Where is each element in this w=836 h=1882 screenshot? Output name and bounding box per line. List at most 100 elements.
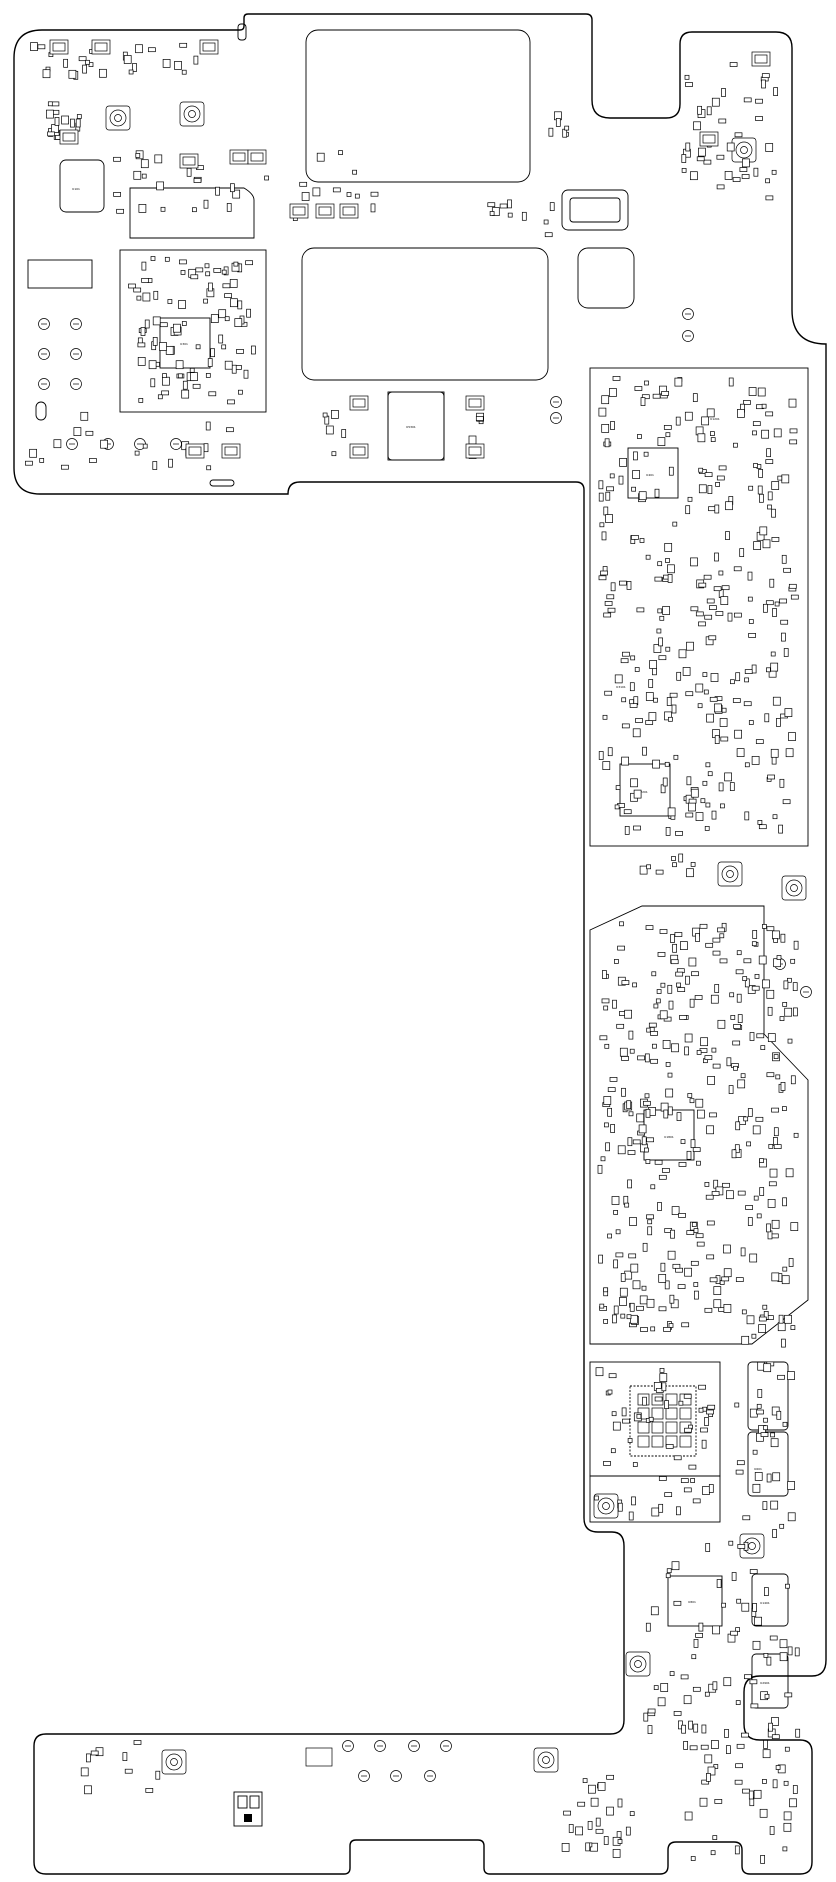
passive-component — [152, 316, 161, 326]
passive-component — [737, 1544, 746, 1549]
passive-component — [735, 1121, 741, 1131]
sot-body — [292, 206, 306, 216]
sot-body — [94, 42, 108, 52]
passive-component — [744, 978, 750, 988]
passive-component — [688, 798, 697, 804]
passive-component — [681, 168, 687, 173]
passive-component — [224, 360, 233, 370]
passive-component — [210, 314, 219, 323]
passive-component — [693, 1282, 699, 1287]
passive-component — [203, 298, 208, 304]
coax-connector — [781, 875, 807, 901]
passive-component — [718, 118, 727, 124]
passive-component — [763, 1425, 768, 1431]
bga-pad — [665, 1393, 678, 1406]
passive-component — [790, 1325, 796, 1330]
passive-component — [686, 1150, 692, 1160]
passive-component — [658, 655, 667, 661]
passive-component — [639, 865, 648, 875]
passive-component — [684, 1267, 692, 1277]
passive-component — [113, 156, 121, 162]
passive-component — [767, 1033, 776, 1042]
passive-component — [609, 1077, 618, 1082]
passive-component — [665, 827, 671, 836]
passive-component — [605, 1142, 610, 1152]
passive-component — [632, 1139, 641, 1145]
passive-component — [658, 1274, 667, 1283]
coax-connector — [731, 137, 757, 163]
passive-component — [751, 985, 760, 991]
passive-component — [689, 1745, 698, 1751]
passive-component — [742, 158, 750, 168]
passive-component — [582, 1778, 588, 1783]
passive-component — [688, 957, 697, 967]
passive-component — [767, 504, 772, 510]
passive-component — [752, 930, 758, 939]
passive-component — [787, 1646, 793, 1656]
passive-component — [487, 202, 496, 208]
test-point — [66, 438, 78, 450]
passive-component — [696, 156, 705, 162]
passive-component — [784, 708, 793, 717]
passive-component — [683, 1695, 692, 1705]
test-point — [170, 438, 182, 450]
passive-component — [680, 1674, 689, 1680]
passive-component — [632, 982, 637, 988]
passive-component — [629, 703, 638, 708]
passive-component — [673, 1711, 682, 1716]
passive-component — [782, 799, 791, 805]
passive-component — [138, 204, 147, 213]
test-point — [342, 1740, 354, 1752]
passive-component — [47, 101, 53, 107]
passive-component — [613, 1210, 618, 1215]
passive-component — [181, 389, 190, 399]
passive-component — [603, 612, 612, 618]
passive-component — [707, 485, 713, 494]
passive-component — [658, 1503, 664, 1513]
passive-component — [734, 132, 743, 138]
passive-component — [686, 641, 694, 651]
passive-component — [221, 269, 227, 275]
passive-component — [206, 465, 212, 471]
passive-component — [654, 488, 660, 498]
passive-component — [658, 1476, 667, 1481]
passive-component — [657, 1202, 662, 1211]
passive-component — [720, 803, 725, 809]
passive-component — [789, 428, 798, 434]
passive-component — [746, 1141, 751, 1147]
passive-component — [703, 689, 709, 695]
passive-component — [730, 679, 735, 685]
passive-component — [662, 777, 668, 787]
passive-component — [725, 531, 730, 540]
passive-component — [734, 1845, 740, 1855]
passive-component — [606, 1806, 614, 1816]
passive-component — [765, 459, 774, 464]
passive-component — [599, 1303, 605, 1309]
passive-component — [769, 1826, 775, 1835]
passive-component — [723, 1677, 732, 1687]
passive-component — [692, 393, 698, 402]
passive-component — [784, 1007, 793, 1017]
ic-label: U301 — [180, 342, 188, 346]
passive-component — [138, 398, 144, 403]
passive-component — [708, 635, 717, 641]
passive-component — [781, 554, 787, 564]
passive-component — [685, 82, 693, 87]
passive-component — [723, 1268, 732, 1278]
passive-component — [651, 971, 657, 977]
passive-component — [743, 701, 752, 707]
passive-component — [737, 1190, 746, 1196]
passive-component — [683, 1487, 692, 1493]
passive-component — [53, 439, 62, 449]
passive-component — [612, 1314, 617, 1324]
passive-component — [654, 1159, 663, 1165]
passive-component — [693, 121, 701, 131]
passive-component — [783, 1811, 792, 1821]
passive-component — [706, 1773, 711, 1782]
sot-body — [232, 152, 246, 162]
passive-component — [733, 1024, 741, 1029]
passive-component — [243, 369, 249, 379]
passive-component — [625, 1826, 631, 1836]
passive-component — [210, 348, 215, 358]
passive-component — [174, 61, 182, 70]
